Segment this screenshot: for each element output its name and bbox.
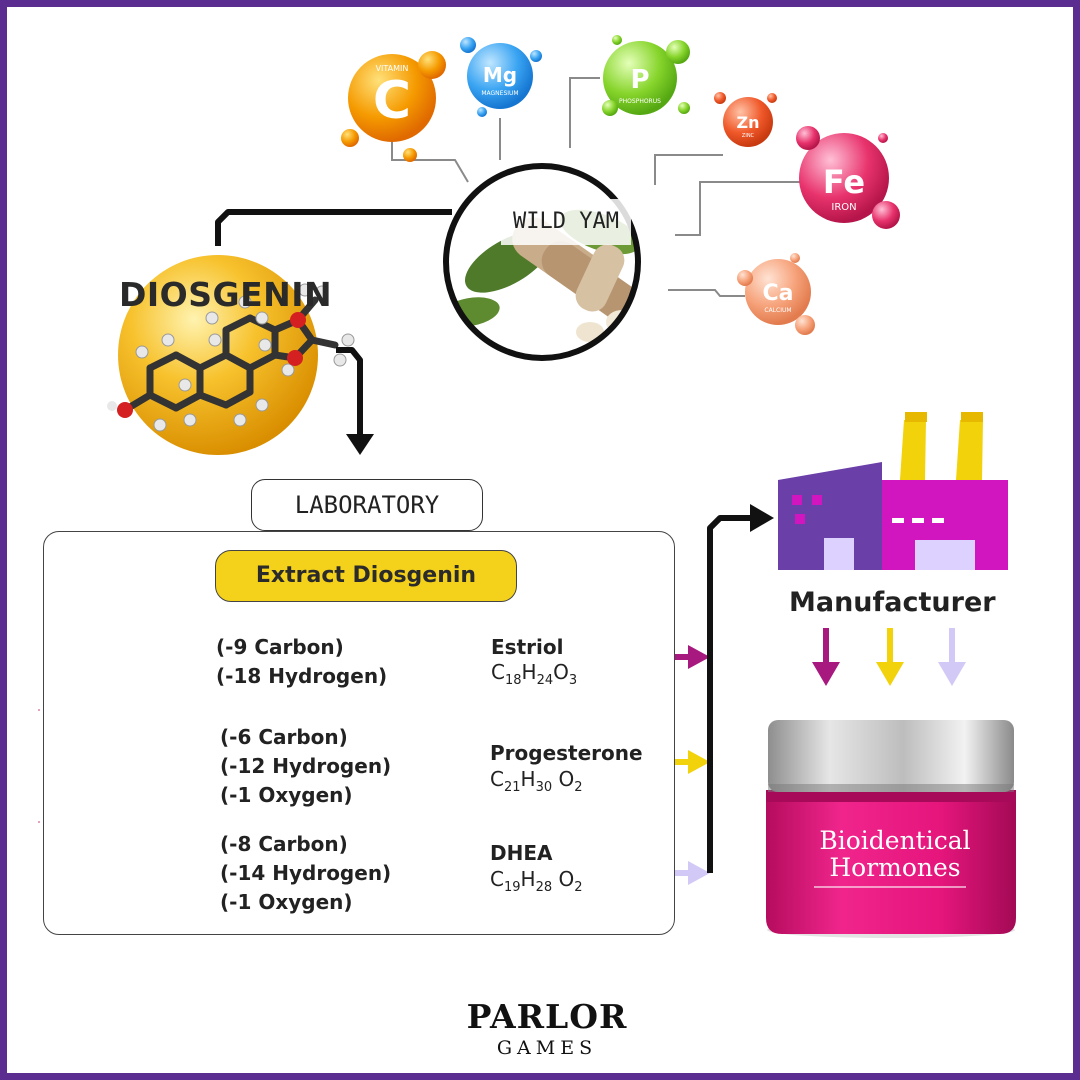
row2-hormone-name: Progesterone — [490, 741, 643, 765]
mineral-symbol-ca: Ca — [763, 281, 794, 306]
row3-hormone-formula: C19H28 O2 — [490, 867, 583, 895]
cream-jar-illustration — [766, 720, 1016, 938]
mineral-bubbles — [341, 35, 900, 335]
mineral-symbol-fe: Fe — [823, 163, 865, 201]
row3-hydrogen: (-14 Hydrogen) — [220, 861, 392, 885]
mineral-name-zn: ZINC — [742, 133, 755, 139]
manufacturer-label: Manufacturer — [789, 587, 996, 618]
diosgenin-molecule — [107, 255, 355, 455]
diosgenin-title: DIOSGENIN — [119, 275, 333, 314]
wild-yam-label: WILD YAM — [501, 199, 631, 245]
lab-to-manufacturer-arrowhead — [750, 504, 774, 532]
row2-carbon: (-6 Carbon) — [220, 725, 348, 749]
mineral-name-mg: MAGNESIUM — [481, 90, 518, 97]
mineral-connectors — [391, 77, 800, 297]
mineral-symbol-p: P — [630, 65, 649, 95]
row3-carbon: (-8 Carbon) — [220, 832, 348, 856]
row2-hydrogen: (-12 Hydrogen) — [220, 754, 392, 778]
row1-hormone-formula: C18H24O3 — [491, 660, 578, 688]
diosgenin-to-lab-connector — [336, 347, 363, 435]
row1-hydrogen: (-18 Hydrogen) — [216, 664, 388, 688]
product-label-line2: Hormones — [829, 853, 961, 882]
mineral-symbol-mg: Mg — [483, 63, 517, 87]
extract-diosgenin-label: Extract Diosgenin — [215, 550, 517, 602]
diosgenin-connector — [215, 209, 452, 246]
laboratory-label: LABORATORY — [251, 479, 483, 531]
row1-hormone-name: Estriol — [491, 635, 564, 659]
row2-oxygen: (-1 Oxygen) — [220, 783, 353, 807]
mineral-symbol-c: C — [373, 71, 411, 131]
lab-to-manufacturer-connector — [707, 515, 752, 873]
row3-reduction: (-8 Carbon) (-14 Hydrogen) (-1 Oxygen) — [220, 830, 391, 917]
row2-reduction: (-6 Carbon) (-12 Hydrogen) (-1 Oxygen) — [220, 723, 391, 810]
mineral-name-p: PHOSPHORUS — [619, 98, 661, 105]
factory-illustration — [778, 412, 1008, 570]
row2-hormone-formula: C21H30 O2 — [490, 767, 583, 795]
manufacturer-output-arrows — [812, 628, 966, 686]
brand-logo-sub: GAMES — [496, 1037, 598, 1059]
brand-logo-name: PARLOR — [466, 997, 628, 1036]
row1-carbon: (-9 Carbon) — [216, 635, 344, 659]
row1-reduction: (-9 Carbon) (-18 Hydrogen) — [216, 633, 387, 691]
mineral-name-fe: IRON — [831, 202, 856, 213]
product-label: Bioidentical Hormones — [775, 827, 1015, 881]
mineral-name-c: VITAMIN — [376, 64, 409, 73]
row3-hormone-name: DHEA — [490, 841, 553, 865]
row3-oxygen: (-1 Oxygen) — [220, 890, 353, 914]
mineral-symbol-zn: Zn — [737, 113, 760, 132]
diosgenin-to-lab-arrowhead — [346, 434, 374, 455]
mineral-name-ca: CALCIUM — [764, 307, 791, 314]
product-label-line1: Bioidentical — [819, 826, 971, 855]
mineral-labels: VITAMIN C Mg MAGNESIUM P PHOSPHORUS Zn Z… — [373, 63, 865, 314]
